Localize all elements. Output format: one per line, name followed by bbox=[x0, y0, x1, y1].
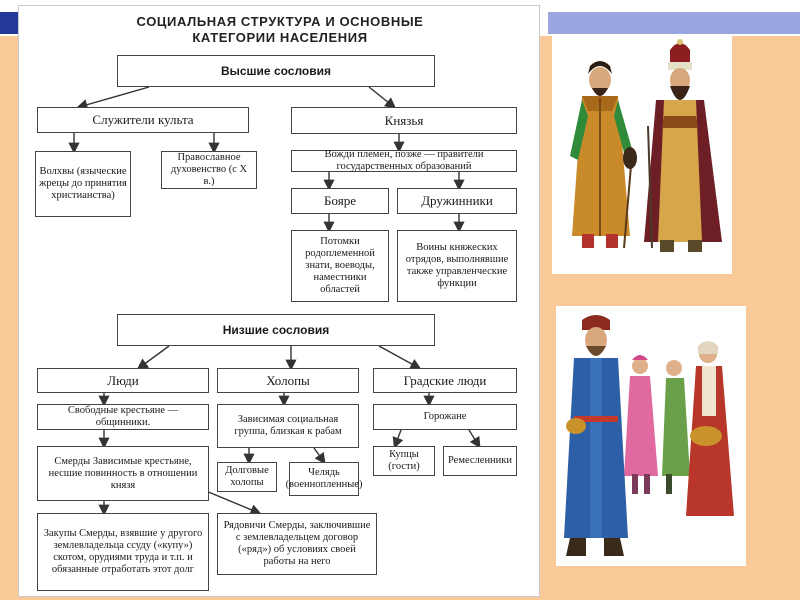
princes-desc-box: Вожди племен, позже — правители государс… bbox=[291, 149, 517, 172]
magi-box: Волхвы (языческие жрецы до принятия хрис… bbox=[35, 151, 131, 217]
smerdy-box: Смерды Зависимые крестьяне, несшие повин… bbox=[37, 446, 209, 501]
boyars-desc-box: Потомки родоплеменной знати, воеводы, на… bbox=[291, 230, 389, 302]
boyars-box: Бояре bbox=[291, 188, 389, 214]
slide-accent-left bbox=[0, 12, 18, 34]
clergy-box: Православное духовенство (с X в.) bbox=[161, 151, 257, 189]
slide-accent-bar bbox=[548, 12, 800, 34]
kholopy-desc-box: Зависимая социальная группа, близкая к р… bbox=[217, 404, 359, 448]
ryadovichi-box: Рядовичи Смерды, заключившие с землевлад… bbox=[217, 513, 377, 575]
people-box: Люди bbox=[37, 368, 209, 393]
merchants-box: Купцы (гости) bbox=[373, 446, 435, 476]
townspeople-box: Градские люди bbox=[373, 368, 517, 393]
burghers-box: Горожане bbox=[373, 404, 517, 430]
druzhina-box: Дружинники bbox=[397, 188, 517, 214]
chelyad-box: Челядь (военнопленные) bbox=[286, 462, 362, 496]
cult-servants-box: Служители культа bbox=[37, 107, 249, 133]
zakupy-box: Закупы Смерды, взявшие у другого землевл… bbox=[37, 513, 209, 591]
craftsmen-box: Ремесленники bbox=[443, 446, 517, 476]
connector-lines bbox=[68, 86, 481, 516]
diagram-panel: СОЦИАЛЬНАЯ СТРУКТУРА И ОСНОВНЫЕ КАТЕГОРИ… bbox=[18, 5, 540, 597]
debt-kholopy-box: Долговые холопы bbox=[217, 462, 277, 492]
diagram-title-line2: КАТЕГОРИИ НАСЕЛЕНИЯ bbox=[192, 30, 368, 45]
lower-estates-box: Низшие сословия bbox=[117, 314, 435, 346]
diagram-title-line1: СОЦИАЛЬНАЯ СТРУКТУРА И ОСНОВНЫЕ bbox=[136, 14, 424, 29]
princes-box: Князья bbox=[291, 107, 517, 134]
kholopy-box: Холопы bbox=[217, 368, 359, 393]
druzhina-desc-box: Воины княжеских отрядов, выполнявшие так… bbox=[397, 230, 517, 302]
princes-illustration bbox=[552, 36, 732, 274]
upper-estates-box: Высшие сословия bbox=[117, 55, 435, 87]
free-peasants-box: Свободные крестьяне — общинники. bbox=[37, 404, 209, 430]
commoners-illustration bbox=[556, 306, 746, 566]
